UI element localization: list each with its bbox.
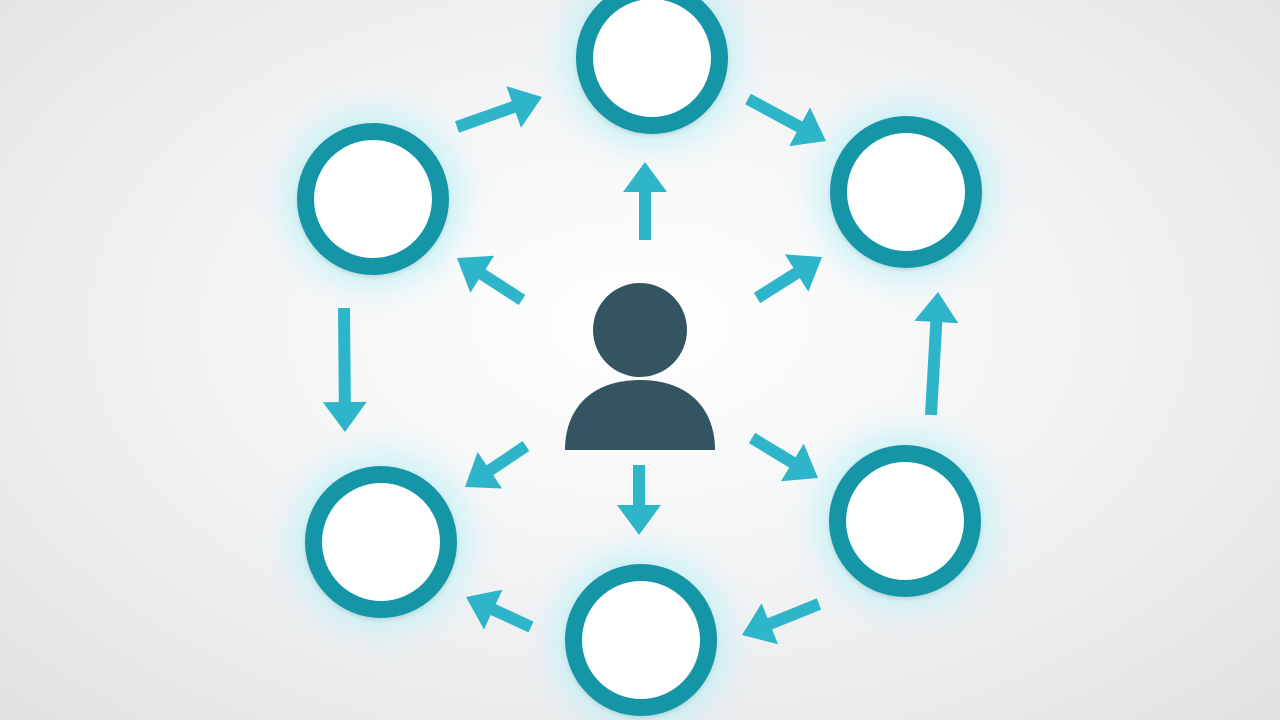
node-top <box>576 0 728 136</box>
person-icon <box>565 283 715 450</box>
arrow-bottom-to-lower-left <box>466 589 534 633</box>
node-lower-left <box>305 466 457 620</box>
arrow-lower-right-to-bottom <box>742 598 822 645</box>
node-fill-top <box>593 0 711 117</box>
arrow-lower-right-to-upper-right <box>914 292 959 416</box>
arrow-center-to-bottom <box>617 465 661 535</box>
arrow-center-to-lower-left <box>465 441 530 489</box>
node-fill-lower-left <box>322 483 440 601</box>
center-layer <box>565 283 715 450</box>
arrow-center-to-lower-right <box>748 432 818 482</box>
node-fill-upper-right <box>847 133 965 251</box>
arrow-center-to-upper-left <box>457 255 526 305</box>
edge-layer <box>322 86 959 645</box>
node-upper-left <box>297 123 449 277</box>
node-upper-right <box>830 116 982 270</box>
person-head <box>593 283 687 377</box>
node-fill-bottom <box>582 581 700 699</box>
node-fill-upper-left <box>314 140 432 258</box>
node-bottom <box>565 564 717 718</box>
node-layer <box>297 0 982 718</box>
arrow-upper-left-to-lower-left <box>322 308 367 432</box>
person-body <box>565 380 715 450</box>
arrow-top-to-upper-right <box>745 93 826 147</box>
arrow-center-to-upper-right <box>753 254 822 304</box>
arrow-upper-left-to-top <box>455 86 542 133</box>
node-lower-right <box>829 445 981 599</box>
node-fill-lower-right <box>846 462 964 580</box>
arrow-center-to-top <box>623 162 667 240</box>
